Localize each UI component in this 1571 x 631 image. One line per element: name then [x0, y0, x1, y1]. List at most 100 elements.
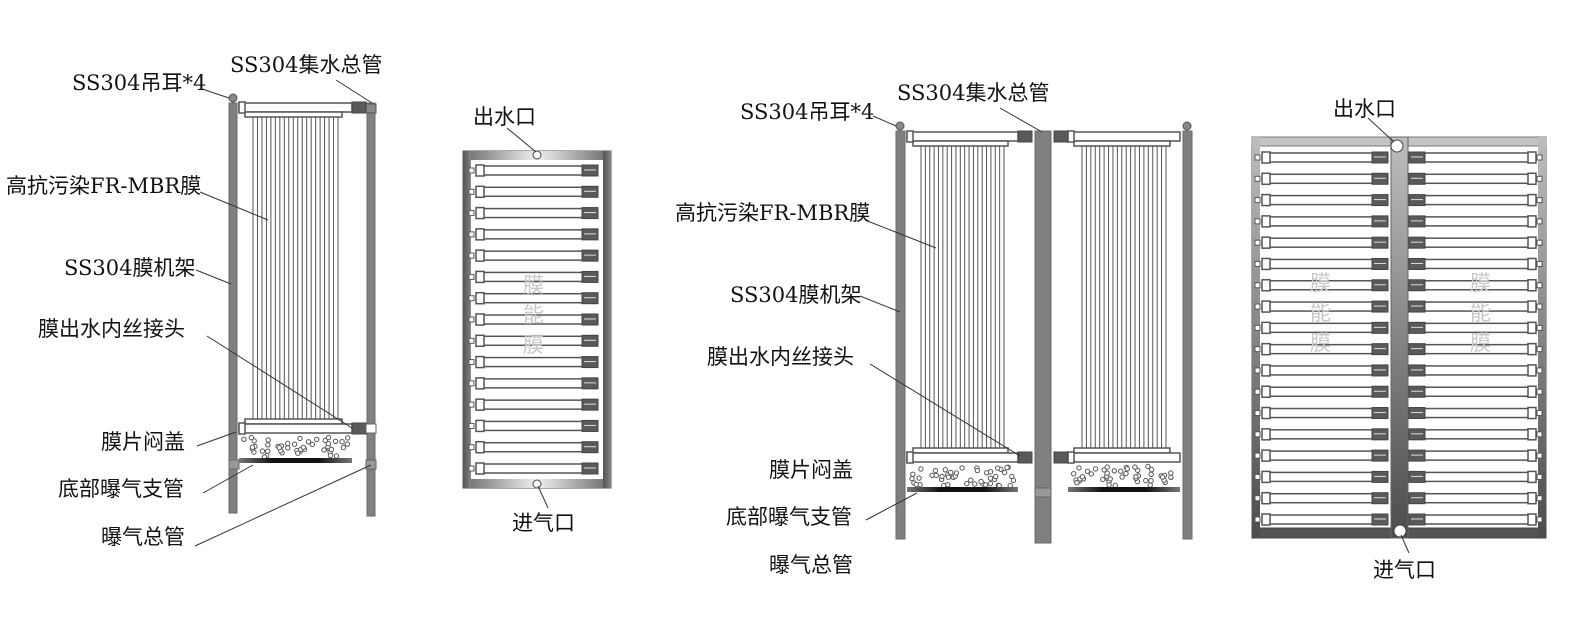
row-lug	[1254, 516, 1261, 523]
air-bubble	[1148, 466, 1155, 473]
air-bubble	[1107, 476, 1113, 482]
leader-line	[204, 89, 230, 99]
row-lug	[1254, 324, 1261, 331]
row-lug	[1254, 175, 1261, 182]
air-bubble	[968, 477, 974, 483]
row-lug	[1536, 367, 1543, 374]
bottom-end-tube	[906, 452, 1019, 463]
leader-line	[199, 191, 269, 221]
air-bubble	[1004, 464, 1010, 471]
row-end-cap	[475, 462, 485, 475]
label-lifting-lug: SS304吊耳*4	[72, 71, 206, 95]
membrane-row	[481, 420, 595, 432]
row-lug	[1536, 324, 1543, 331]
end-cap	[906, 130, 914, 143]
air-bubble	[939, 473, 945, 480]
row-lug	[1536, 431, 1543, 438]
end-cap	[1067, 130, 1075, 143]
leader-line	[537, 485, 549, 509]
row-lug	[1536, 473, 1543, 480]
membrane-row	[481, 186, 595, 198]
row-end-cap	[475, 249, 485, 262]
air-bubble	[1148, 471, 1154, 477]
aeration-branch-pipe	[1068, 487, 1180, 492]
row-end-cap	[1261, 449, 1271, 462]
air-bubble	[1143, 477, 1149, 484]
air-bubble	[932, 467, 939, 474]
outlet-connector	[1017, 130, 1033, 143]
membrane-row	[1267, 194, 1385, 206]
row-lug	[468, 337, 475, 344]
lifting-lug-icon	[895, 121, 905, 131]
membrane-row	[1414, 216, 1531, 227]
air-bubble	[1088, 471, 1095, 477]
leader-line	[195, 269, 232, 285]
air-bubble	[241, 436, 247, 442]
label-aeration-main: 曝气总管	[769, 553, 853, 577]
air-bubble	[1123, 470, 1129, 477]
label-air-inlet: 进气口	[512, 511, 575, 535]
watermark-char: 膜	[1310, 331, 1331, 355]
row-end-cap	[475, 185, 485, 199]
air-bubble	[325, 434, 332, 441]
membrane-row	[1414, 492, 1531, 504]
center-header-pipe	[1390, 136, 1409, 539]
air-bubble	[1071, 471, 1077, 477]
row-lug	[1254, 346, 1261, 353]
row-end-cap	[1261, 172, 1271, 186]
side-view-single	[194, 79, 377, 547]
air-bubble	[1133, 474, 1139, 480]
air-bubble	[978, 478, 984, 485]
air-bubble	[295, 450, 301, 456]
row-lug	[468, 316, 475, 323]
row-end-cap	[1527, 470, 1537, 484]
air-bubble	[913, 481, 919, 488]
air-bubble	[974, 467, 981, 474]
membrane-row	[481, 399, 595, 410]
row-end-cap	[1261, 491, 1271, 505]
top-collector-tube	[906, 131, 1019, 142]
leader-line	[865, 492, 918, 521]
row-end-cap	[1261, 193, 1271, 207]
row-lug	[1254, 410, 1261, 417]
label-outlet-fitting: 膜出水内丝接头	[707, 345, 854, 369]
air-bubble	[1135, 467, 1141, 474]
membrane-row	[1267, 407, 1385, 419]
row-end-cap	[475, 291, 485, 305]
membrane-row	[481, 441, 595, 453]
frame-post-left	[228, 102, 238, 514]
row-lug	[1254, 431, 1261, 438]
row-end-cap	[475, 164, 485, 177]
membrane-row	[1414, 429, 1531, 440]
row-end-cap	[475, 228, 485, 241]
air-bubble	[327, 452, 334, 459]
air-bubble	[1106, 482, 1112, 488]
leader-line	[872, 115, 897, 127]
membrane-row	[1414, 237, 1531, 248]
frame-side-right	[603, 151, 611, 488]
row-lug	[1254, 197, 1261, 204]
row-lug	[468, 167, 475, 174]
watermark-char: 膜	[1310, 271, 1331, 295]
air-bubble	[909, 475, 915, 482]
row-end-cap	[475, 377, 485, 390]
air-bubble	[987, 469, 994, 475]
label-air-inlet: 进气口	[1373, 558, 1436, 582]
leader-line	[506, 127, 537, 153]
label-frame: SS304膜机架	[730, 283, 862, 307]
watermark-char: 膜	[523, 333, 544, 357]
leader-line	[1400, 534, 1410, 554]
label-end-cap: 膜片闷盖	[101, 430, 185, 454]
row-lug	[1536, 218, 1543, 225]
membrane-row	[1414, 386, 1531, 397]
membrane-row	[1267, 216, 1385, 227]
leader-line	[206, 335, 353, 429]
air-bubble	[982, 482, 989, 488]
row-end-cap	[1261, 513, 1271, 526]
membrane-row	[1267, 237, 1385, 248]
row-end-cap	[1527, 321, 1537, 335]
air-bubble	[1124, 466, 1131, 472]
row-end-cap	[1527, 172, 1537, 186]
air-bubble	[1118, 468, 1124, 474]
membrane-row	[1267, 471, 1385, 483]
